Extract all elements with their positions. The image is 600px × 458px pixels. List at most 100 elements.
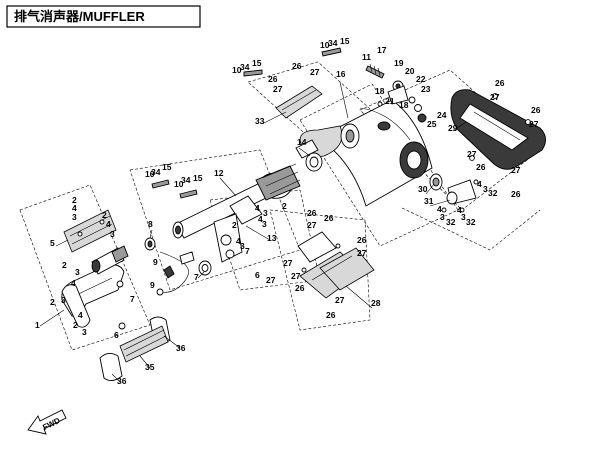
callout-26: 26 [511,189,521,199]
callout-3: 3 [75,267,80,277]
callout-27: 27 [357,248,367,258]
callout-10: 10 [320,40,330,50]
callout-3: 3 [61,295,66,305]
head-pipe-12 [172,163,301,263]
callout-7: 7 [130,294,135,304]
callout-32: 32 [488,188,498,198]
front-pipe-1 [61,245,129,330]
title-box: 排气消声器/MUFFLER [6,5,201,28]
callout-21: 21 [385,96,395,106]
callout-1: 1 [35,320,40,330]
callout-19: 19 [394,58,404,68]
callout-3: 3 [263,208,268,218]
callout-27: 27 [307,220,317,230]
callout-26: 26 [324,213,334,223]
callout-26: 26 [495,78,505,88]
callout-4: 4 [457,205,462,215]
stud-bolts [151,47,342,199]
callout-2: 2 [72,195,77,205]
callout-26: 26 [357,235,367,245]
callout-31: 31 [424,196,434,206]
callout-32: 32 [446,217,456,227]
callout-25: 25 [427,119,437,129]
callout-15: 15 [162,162,172,172]
callout-4: 4 [258,214,263,224]
callout-3: 3 [72,212,77,222]
callout-4: 4 [106,219,111,229]
callout-2: 2 [102,210,107,220]
callout-34: 34 [240,62,250,72]
callout-34: 34 [328,38,338,48]
callout-27: 27 [273,84,283,94]
heat-shield-5 [63,209,117,253]
callout-34: 34 [181,175,191,185]
callout-26: 26 [295,283,305,293]
callout-3: 3 [262,219,267,229]
callout-16: 16 [336,69,346,79]
callout-26: 26 [326,310,336,320]
callout-20: 20 [405,66,415,76]
callout-4: 4 [236,236,241,246]
callout-26: 26 [268,74,278,84]
callout-3: 3 [110,229,115,239]
callout-4: 4 [72,203,77,213]
callout-35: 35 [145,362,155,372]
callout-27: 27 [490,92,500,102]
callout-26: 26 [307,208,317,218]
muffler-body-16 [299,99,433,207]
callout-36: 36 [176,343,186,353]
callout-9: 9 [150,280,155,290]
callout-36: 36 [117,376,127,386]
forward-arrow-label: FWD [41,416,62,432]
callout-7: 7 [194,272,199,282]
callout-14: 14 [297,137,307,147]
callout-10: 10 [145,169,155,179]
callout-15: 15 [193,173,203,183]
callout-6: 6 [114,330,119,340]
callout-8: 8 [148,219,153,229]
callout-23: 23 [421,84,431,94]
callout-3: 3 [483,184,488,194]
gaskets-35-36 [99,316,171,381]
callout-4: 4 [437,204,442,214]
callout-2: 2 [50,297,55,307]
callout-2: 2 [62,260,67,270]
callout-3: 3 [82,327,87,337]
lower-heat-shields-28 [297,231,375,299]
callout-2: 2 [232,220,237,230]
bracket-parts-17-23 [365,63,427,123]
callout-26: 26 [531,105,541,115]
callout-27: 27 [335,295,345,305]
callout-4: 4 [78,310,83,320]
callout-9: 9 [153,257,158,267]
callout-15: 15 [252,58,262,68]
callout-2: 2 [282,201,287,211]
callout-27: 27 [467,149,477,159]
callout-12: 12 [214,168,224,178]
callout-30: 30 [418,184,428,194]
end-cap-30-31 [429,173,479,213]
callout-29: 29 [448,123,458,133]
tail-heat-shield-29 [450,89,546,170]
callout-15: 15 [340,36,350,46]
leader-lines [39,81,467,383]
gasket-14 [295,139,323,172]
callout-3: 3 [240,241,245,251]
callout-5: 5 [50,238,55,248]
callout-27: 27 [310,67,320,77]
gasket-7 [198,260,212,276]
callout-3: 3 [440,212,445,222]
callout-27: 27 [529,119,539,129]
callout-18: 18 [399,100,409,110]
callout-22: 22 [416,74,426,84]
callout-10: 10 [174,179,184,189]
callout-4: 4 [255,203,260,213]
callout-13: 13 [267,233,277,243]
callout-4: 4 [477,179,482,189]
callout-33: 33 [255,116,265,126]
forward-arrow: FWD [27,409,67,435]
heat-shield-33 [275,85,323,119]
callout-34: 34 [151,167,161,177]
